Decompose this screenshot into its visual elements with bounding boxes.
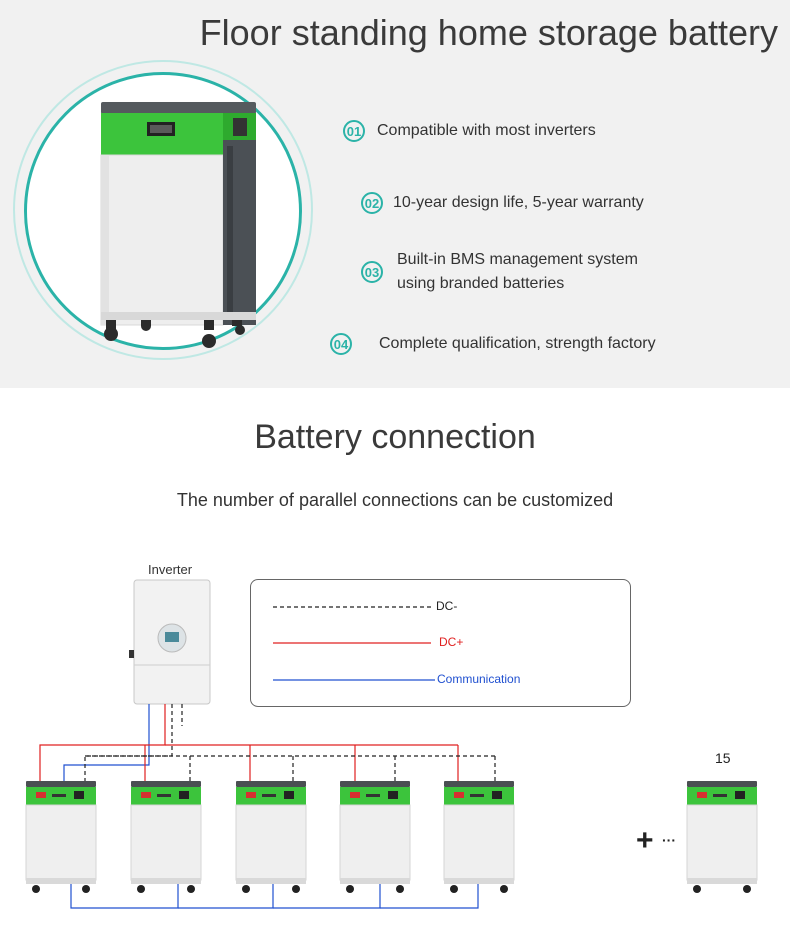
page-title: Floor standing home storage battery [199,12,778,53]
feature-item-1: 01 Compatible with most inverters [343,119,596,143]
feature-text: Compatible with most inverters [377,122,596,139]
legend-dc-plus-label: DC+ [439,635,464,649]
battery-body [100,154,224,326]
feature-text: 10-year design life, 5-year warranty [393,194,644,211]
feature-text-line-1: Built-in BMS management system [397,251,638,268]
legend-dc-minus-label: DC- [436,599,458,613]
feature-item-3: 03 Built-in BMS management system using … [361,248,638,296]
plus-icon: + [636,824,654,857]
feature-number-badge: 04 [330,333,352,355]
legend: DC- DC+ Communication [250,579,631,707]
battery-product-image [100,102,256,348]
feature-item-4: 04 Complete qualification, strength fact… [330,332,656,356]
battery-unit-3 [235,780,307,894]
max-parallel-count: 15 [715,750,731,766]
battery-unit-1 [25,780,97,894]
section-subtitle: The number of parallel connections can b… [176,490,614,510]
feature-text: Built-in BMS management system using bra… [397,248,638,296]
battery-wheels [104,320,245,348]
battery-unit-5 [443,780,515,894]
legend-communication-label: Communication [437,672,521,686]
product-banner: Floor standing home storage battery 01 C… [0,0,790,388]
ellipsis-icon: ··· [662,832,676,848]
battery-unit-extra [686,780,758,894]
feature-text: Complete qualification, strength factory [379,335,656,352]
feature-number-badge: 02 [361,192,383,214]
dc-minus-wiring [84,704,496,790]
battery-top-cap [101,102,256,114]
battery-unit-2 [130,780,202,894]
battery-unit-4 [339,780,411,894]
decorative-ring-outer [13,60,313,360]
feature-item-2: 02 10-year design life, 5-year warranty [361,191,644,215]
inverter-label: Inverter [148,562,193,577]
feature-number-badge: 01 [343,120,365,142]
feature-text-line-2: using branded batteries [397,275,565,292]
inverter-unit [129,579,211,705]
section-title: Battery connection [254,418,536,456]
feature-number-badge: 03 [361,261,383,283]
